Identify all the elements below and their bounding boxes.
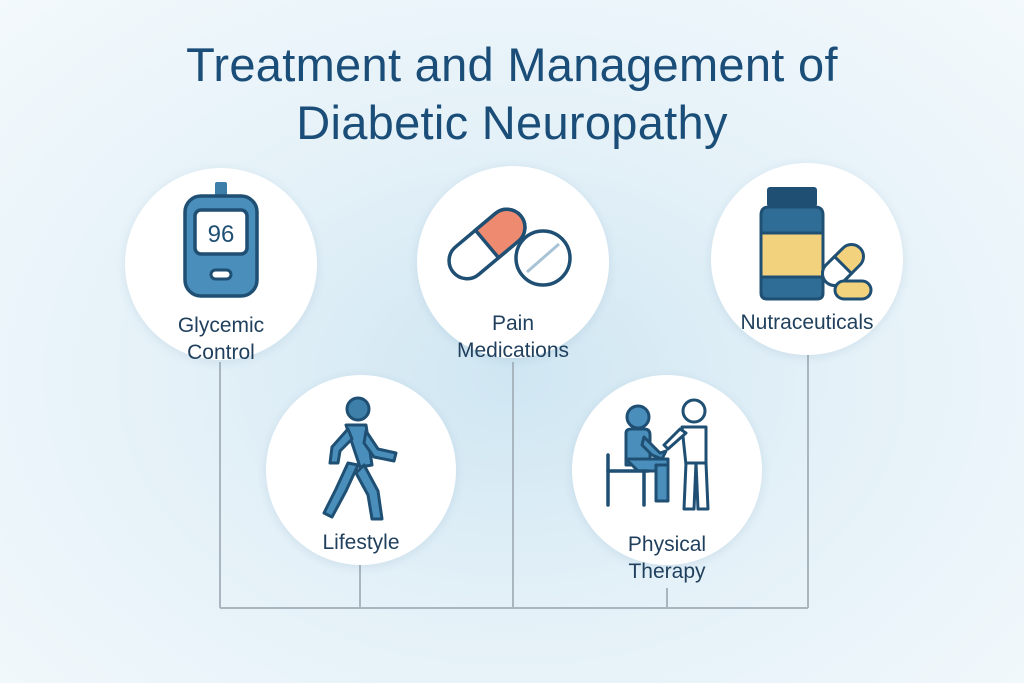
label-pain-medications: Pain Medications [456, 312, 570, 362]
node-pain-medications: Pain Medications [417, 166, 609, 362]
title-line-2: Diabetic Neuropathy [296, 96, 728, 149]
title-line-1: Treatment and Management of [186, 38, 838, 91]
label-physical-therapy: Physical Therapy [627, 533, 707, 583]
supplement-bottle-icon [759, 187, 873, 301]
node-nutraceuticals: Nutraceuticals [711, 163, 903, 355]
label-lifestyle: Lifestyle [322, 531, 400, 554]
pills-icon [447, 207, 572, 287]
node-lifestyle: Lifestyle [266, 375, 456, 565]
glucose-meter-icon: 96 [183, 182, 259, 298]
node-glycemic-control: 96 Glycemic Control [125, 168, 317, 364]
label-nutraceuticals: Nutraceuticals [740, 311, 874, 334]
page-title: Treatment and Management of Diabetic Neu… [0, 36, 1024, 152]
glucose-reading: 96 [208, 221, 235, 248]
therapist-patient-icon [606, 398, 710, 511]
label-glycemic-control: Glycemic Control [177, 314, 265, 364]
walking-person-icon [322, 396, 398, 521]
node-physical-therapy: Physical Therapy [572, 375, 762, 583]
